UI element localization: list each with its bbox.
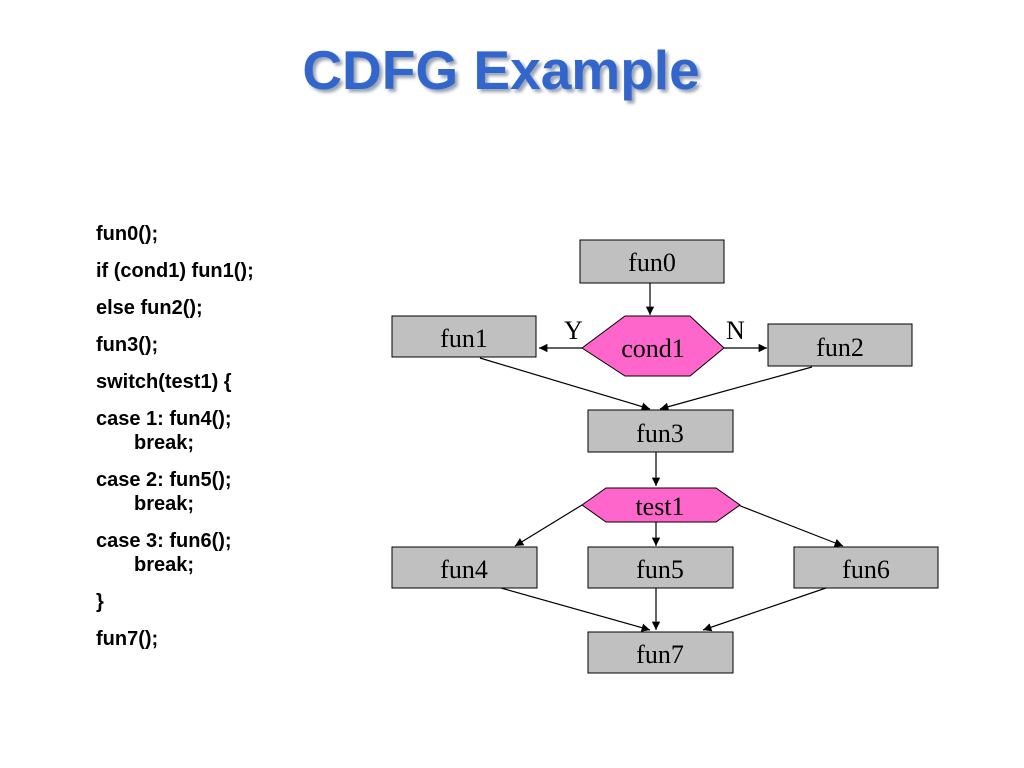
edge-label-no: N [726, 316, 745, 345]
code-line: if (cond1) fun1(); [96, 260, 254, 282]
node-label: cond1 [621, 334, 685, 363]
code-line: else fun2(); [96, 297, 203, 319]
code-line: break; [134, 493, 195, 515]
code-line: case 3: fun6(); [96, 530, 232, 552]
node-label: fun0 [628, 248, 676, 277]
node-fun0: fun0 [579, 239, 725, 284]
node-fun7: fun7 [587, 631, 734, 674]
edge-test1-fun6 [737, 504, 844, 547]
node-label: fun7 [636, 640, 684, 669]
edge-fun6-fun7 [702, 587, 827, 632]
node-label: fun6 [842, 555, 890, 584]
node-fun4: fun4 [391, 546, 538, 589]
code-line: fun3(); [96, 334, 159, 356]
node-label: fun5 [636, 555, 684, 584]
node-fun2: fun2 [767, 323, 913, 367]
node-label: fun4 [440, 555, 488, 584]
node-label: fun1 [440, 324, 488, 353]
node-label: test1 [635, 492, 684, 521]
node-cond1: cond1 [581, 315, 725, 377]
code-line: break; [134, 554, 195, 576]
node-fun6: fun6 [793, 546, 939, 589]
edge-fun4-fun7 [500, 587, 651, 632]
edges [479, 283, 844, 632]
page-title: CDFG Example [302, 39, 700, 101]
node-test1: test1 [581, 487, 741, 523]
code-line: fun7(); [96, 628, 159, 650]
code-line: case 2: fun5(); [96, 469, 232, 491]
edge-test1-fun4 [514, 504, 583, 547]
node-fun5: fun5 [587, 546, 734, 589]
code-line: break; [134, 432, 195, 454]
code-line: fun0(); [96, 223, 159, 245]
node-label: fun2 [816, 333, 864, 362]
node-fun3: fun3 [587, 409, 734, 453]
code-line: } [96, 591, 104, 613]
node-label: fun3 [636, 419, 684, 448]
code-line: case 1: fun4(); [96, 408, 232, 430]
edge-label-yes: Y [564, 316, 583, 345]
edge-fun1-fun3 [479, 357, 651, 411]
edge-fun2-fun3 [659, 366, 813, 411]
node-fun1: fun1 [391, 315, 537, 358]
code-line: switch(test1) { [96, 371, 232, 393]
code-listing: fun0(); if (cond1) fun1(); else fun2(); … [96, 222, 254, 664]
